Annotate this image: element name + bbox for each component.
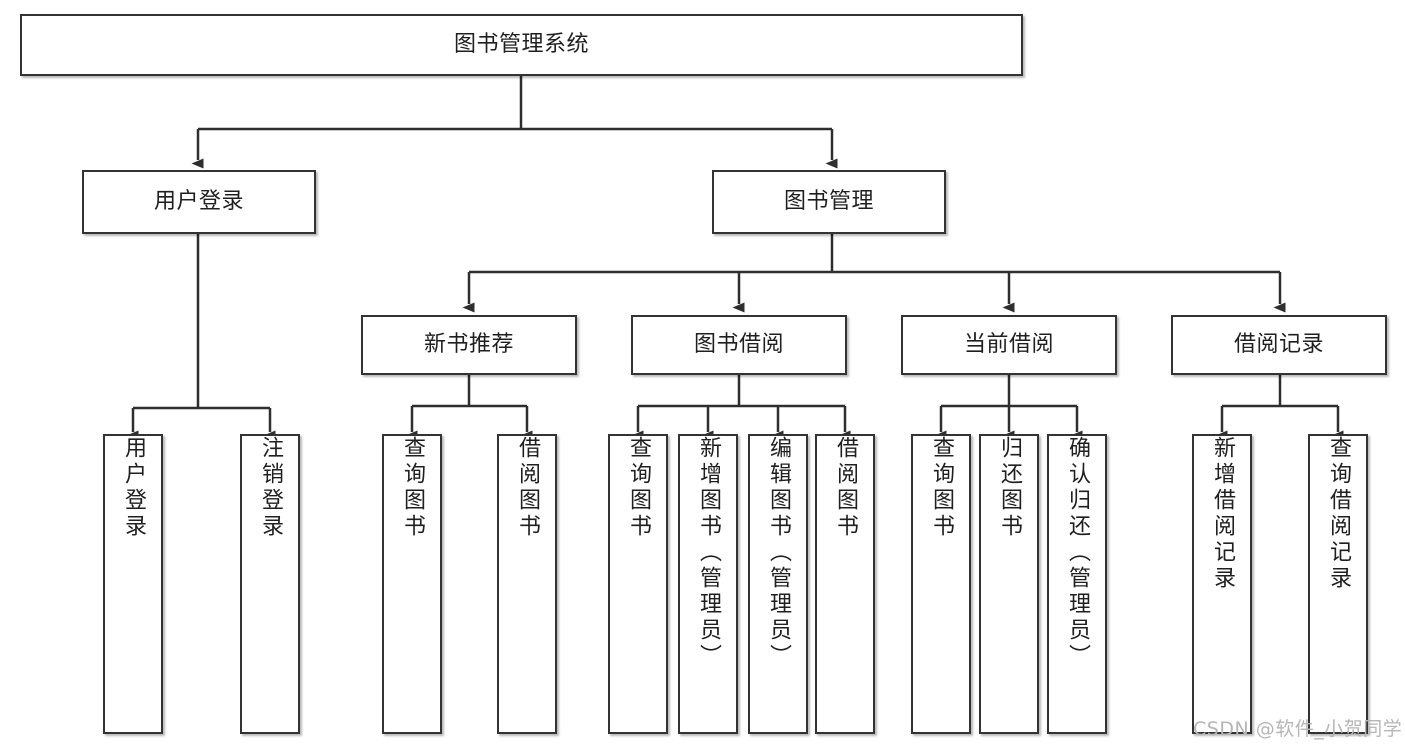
leaf-nb-borrow-book[interactable]: 借阅图书 (497, 434, 557, 734)
leaf-cb-confirm-return[interactable]: 确认归还（管理员） (1047, 434, 1107, 734)
node-user-login-label: 用户登录 (153, 189, 244, 215)
leaf-logout[interactable]: 注销登录 (240, 434, 300, 734)
leaf-bb-borrow-book[interactable]: 借阅图书 (815, 434, 875, 734)
node-book-borrow-label: 图书借阅 (693, 332, 784, 358)
leaf-cb-return-book-label: 归还图书 (997, 436, 1022, 540)
leaf-bb-add-book[interactable]: 新增图书（管理员） (678, 434, 738, 734)
leaf-user-login[interactable]: 用户登录 (103, 434, 163, 734)
leaf-nb-borrow-book-label: 借阅图书 (515, 436, 540, 540)
leaf-cb-query-book[interactable]: 查询图书 (911, 434, 971, 734)
node-borrow-record-label: 借阅记录 (1233, 332, 1324, 358)
node-current-borrow-label: 当前借阅 (963, 332, 1054, 358)
leaf-logout-label: 注销登录 (258, 436, 283, 540)
leaf-bb-borrow-book-label: 借阅图书 (833, 436, 858, 540)
leaf-bb-edit-book-label: 编辑图书（管理员） (766, 436, 791, 670)
node-new-book-recommend-label: 新书推荐 (423, 332, 514, 358)
leaf-br-add-record[interactable]: 新增借阅记录 (1192, 434, 1252, 734)
leaf-bb-edit-book[interactable]: 编辑图书（管理员） (748, 434, 808, 734)
node-book-management[interactable]: 图书管理 (712, 170, 946, 234)
node-current-borrow[interactable]: 当前借阅 (901, 315, 1117, 375)
leaf-bb-query-book[interactable]: 查询图书 (608, 434, 668, 734)
leaf-br-query-record[interactable]: 查询借阅记录 (1308, 434, 1368, 734)
node-book-management-label: 图书管理 (783, 189, 874, 215)
leaf-br-query-record-label: 查询借阅记录 (1326, 436, 1351, 592)
leaf-cb-return-book[interactable]: 归还图书 (979, 434, 1039, 734)
leaf-br-add-record-label: 新增借阅记录 (1210, 436, 1235, 592)
leaf-cb-confirm-return-label: 确认归还（管理员） (1065, 436, 1090, 670)
leaf-nb-query-book[interactable]: 查询图书 (382, 434, 442, 734)
node-root-label: 图书管理系统 (453, 32, 589, 58)
node-user-login[interactable]: 用户登录 (82, 170, 316, 234)
leaf-cb-query-book-label: 查询图书 (929, 436, 954, 540)
leaf-bb-add-book-label: 新增图书（管理员） (696, 436, 721, 670)
leaf-nb-query-book-label: 查询图书 (400, 436, 425, 540)
node-root[interactable]: 图书管理系统 (20, 14, 1023, 76)
node-new-book-recommend[interactable]: 新书推荐 (361, 315, 577, 375)
node-borrow-record[interactable]: 借阅记录 (1171, 315, 1387, 375)
node-book-borrow[interactable]: 图书借阅 (631, 315, 847, 375)
leaf-user-login-label: 用户登录 (121, 436, 146, 540)
leaf-bb-query-book-label: 查询图书 (626, 436, 651, 540)
